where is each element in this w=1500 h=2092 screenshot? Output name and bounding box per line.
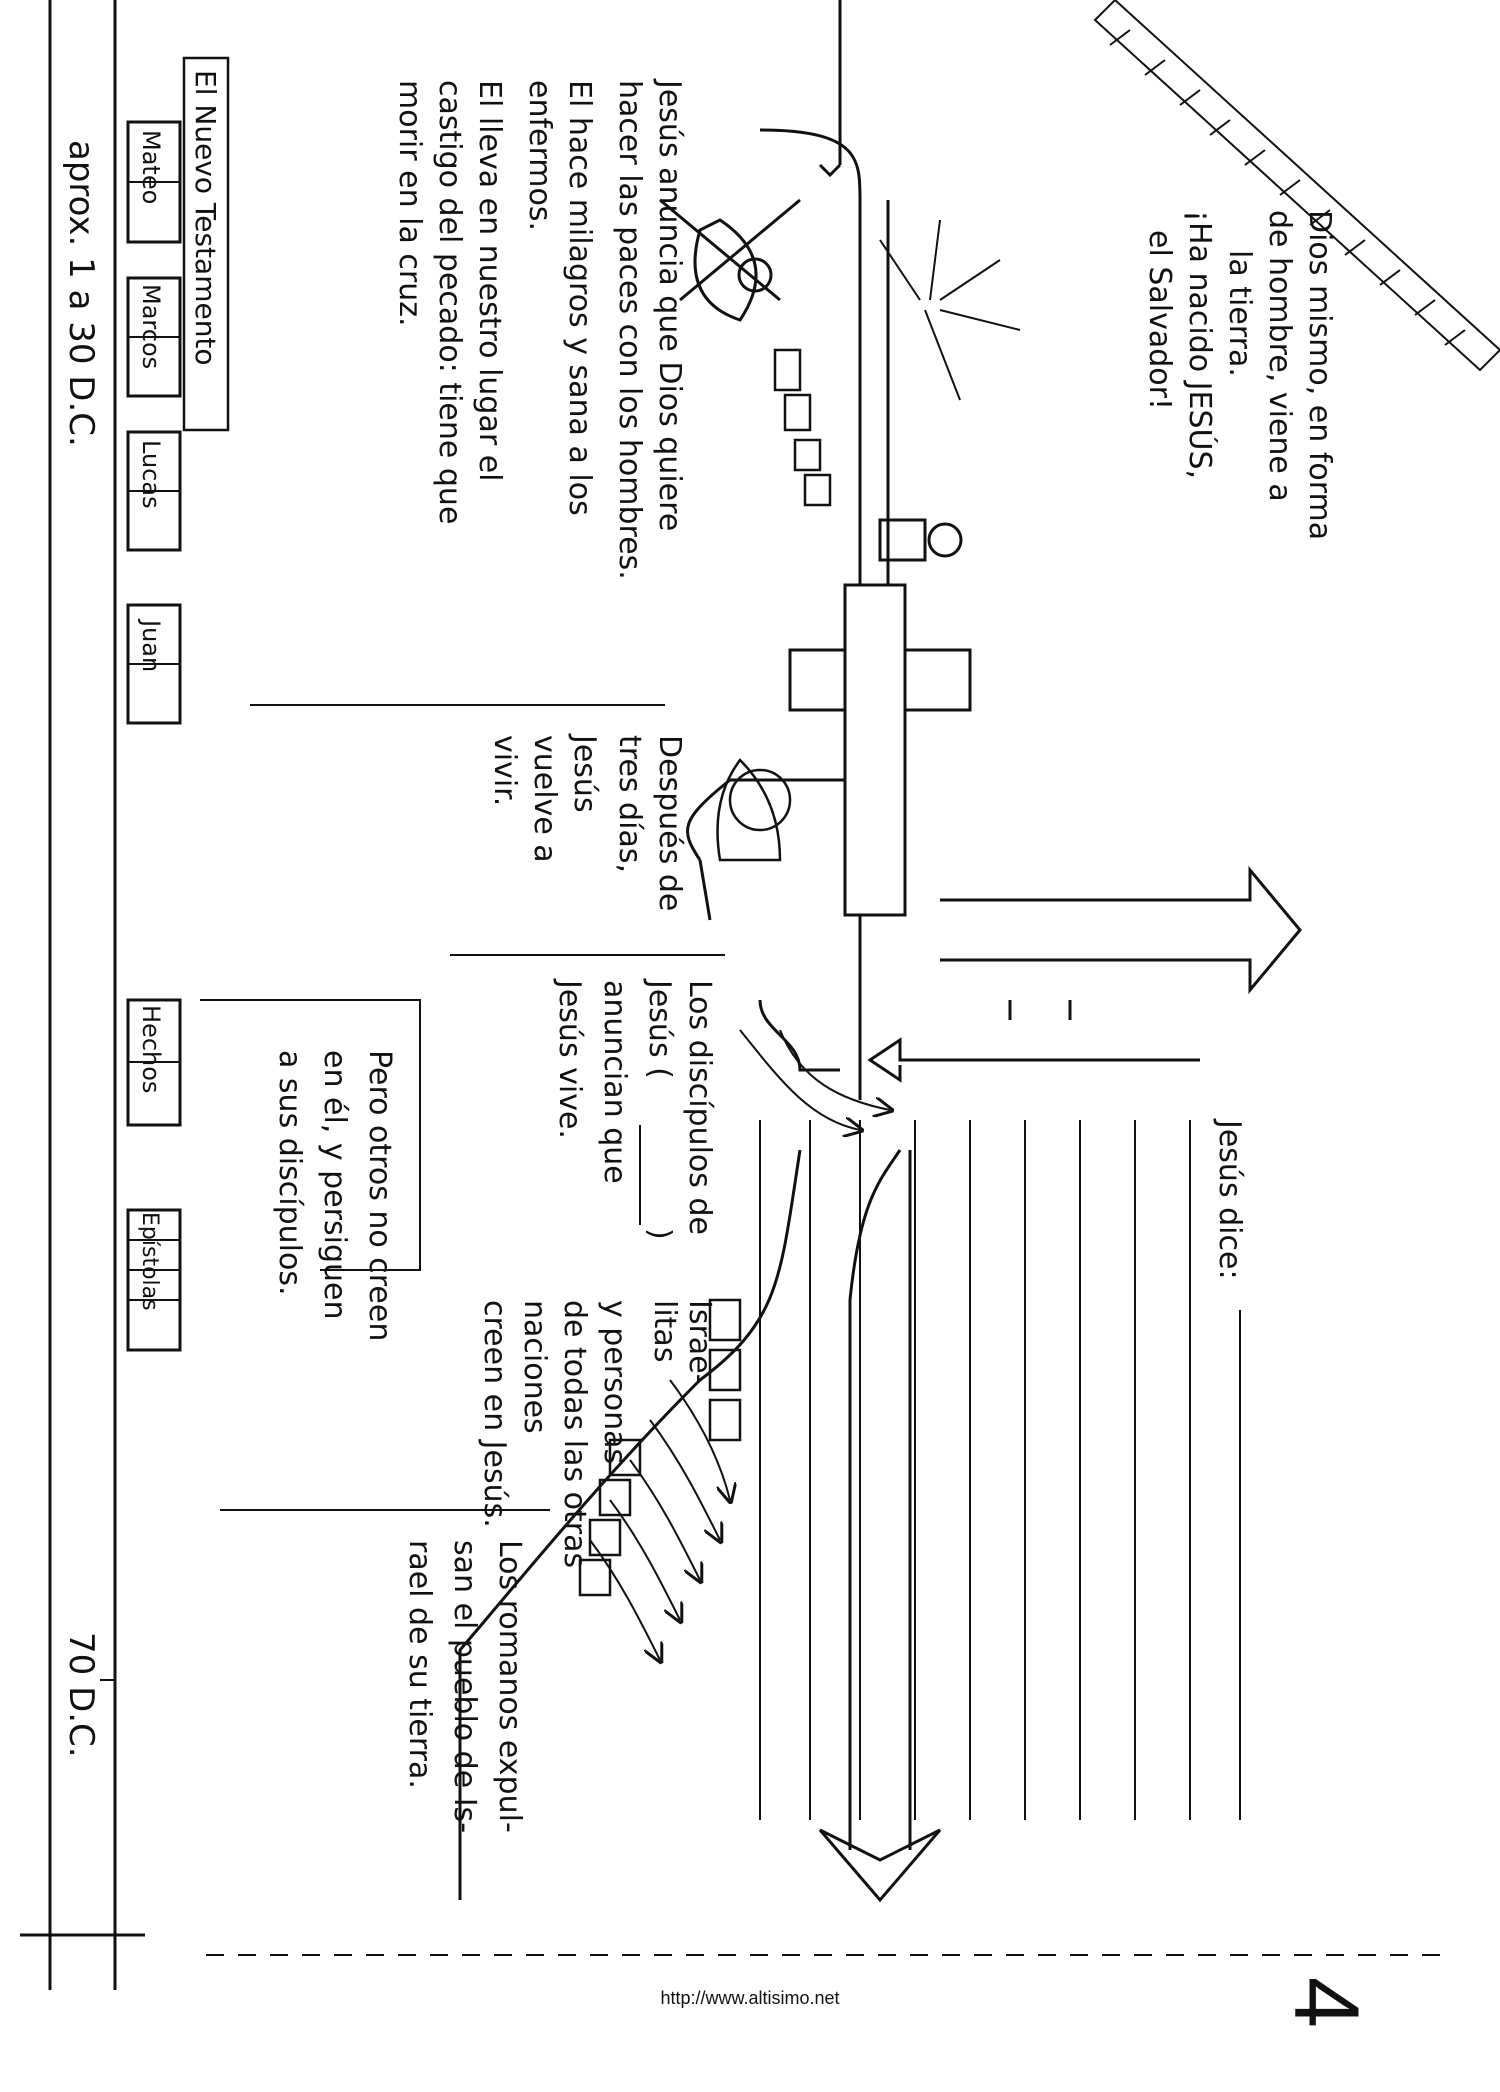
date-range: aprox. 1 a 30 D.C. (61, 140, 101, 447)
ascension-arrow (760, 870, 1300, 1070)
book-label: Juan (137, 618, 165, 672)
jesus-says-label: Jesús dice: (1212, 1118, 1247, 1280)
svg-text:Pero otros no creen: Pero otros no creen (362, 1050, 397, 1341)
svg-text:naciones: naciones (517, 1300, 552, 1434)
light-rays (880, 220, 1020, 400)
svg-text:hacer las paces con los hombre: hacer las paces con los hombres. (612, 80, 647, 580)
book-label: Mateo (137, 130, 165, 204)
disciples-text: Los discípulos de Jesús ( ) anuncian que… (552, 978, 717, 1240)
crowd-figures (775, 350, 830, 505)
cross-icon (790, 585, 970, 915)
svg-text:el Salvador!: el Salvador! (1142, 230, 1177, 410)
svg-text:¡Ha nacido JESÚS,: ¡Ha nacido JESÚS, (1182, 210, 1219, 479)
svg-text:anuncian que: anuncian que (597, 980, 632, 1184)
writing-lines (760, 1120, 1240, 1820)
svg-text:Jesús (: Jesús ( (642, 978, 677, 1079)
svg-text:Dios mismo, en forma: Dios mismo, en forma (1302, 210, 1337, 540)
spirit-arrow (870, 1000, 1200, 1080)
book-epistolas: Epístolas (128, 1210, 180, 1350)
svg-text:Jesús vive.: Jesús vive. (552, 978, 587, 1139)
svg-text:): ) (642, 1228, 677, 1240)
svg-text:creen en Jesús.: creen en Jesús. (477, 1300, 512, 1528)
svg-text:Después de: Después de (652, 735, 687, 911)
book-label: Lucas (137, 440, 165, 509)
page-number: 4 (1273, 1977, 1378, 2028)
svg-text:de hombre, viene a: de hombre, viene a (1262, 210, 1297, 502)
tomb-icon (718, 760, 791, 860)
book-label: Epístolas (137, 1212, 162, 1311)
svg-text:enfermos.: enfermos. (522, 80, 557, 231)
svg-text:Jesús anuncia que Dios quiere: Jesús anuncia que Dios quiere (652, 78, 687, 531)
jesus-figure (880, 520, 961, 560)
book-hechos: Hechos (128, 1000, 180, 1125)
book-mateo: Mateo (128, 122, 180, 242)
incarnation-text: Dios mismo, en forma de hombre, viene a … (1142, 210, 1337, 540)
svg-text:a sus discípulos.: a sus discípulos. (272, 1050, 307, 1295)
book-label: Hechos (137, 1005, 165, 1093)
book-label: Marcos (137, 284, 165, 369)
book-lucas: Lucas (128, 432, 180, 550)
svg-text:vivir.: vivir. (487, 735, 522, 806)
svg-text:vuelve a: vuelve a (527, 735, 562, 863)
book-marcos: Marcos (128, 278, 180, 396)
end-date: 70 D.C. (61, 1632, 101, 1758)
resurrection-text: Después de tres días, Jesús vuelve a viv… (487, 733, 687, 911)
svg-text:en él, y persiguen: en él, y persiguen (317, 1050, 352, 1320)
ministry-text: Jesús anuncia que Dios quiere hacer las … (392, 78, 687, 580)
svg-text:san el pueblo de Is-: san el pueblo de Is- (447, 1540, 482, 1833)
svg-text:rael de su tierra.: rael de su tierra. (402, 1540, 437, 1789)
svg-text:Los romanos expul-: Los romanos expul- (492, 1540, 527, 1833)
romans-text: Los romanos expul- san el pueblo de Is- … (402, 1540, 527, 1833)
believers-text: Israe- litas y personas de todas las otr… (477, 1300, 717, 1568)
persecution-text: Pero otros no creen en él, y persiguen a… (272, 1050, 397, 1341)
history-path (688, 0, 888, 1100)
trunk-path (460, 1150, 940, 1900)
svg-text:tres días,: tres días, (612, 735, 647, 873)
svg-text:Los discípulos de: Los discípulos de (682, 980, 717, 1235)
svg-text:El hace milagros y sana a los: El hace milagros y sana a los (562, 80, 597, 516)
svg-text:El lleva en nuestro lugar el: El lleva en nuestro lugar el (472, 80, 507, 482)
svg-text:Jesús: Jesús (567, 733, 602, 813)
book-juan: Juan (128, 605, 180, 723)
svg-text:la tierra.: la tierra. (1222, 250, 1257, 377)
svg-text:litas: litas (647, 1300, 682, 1362)
section-title: El Nuevo Testamento (189, 70, 222, 366)
svg-text:morir en la cruz.: morir en la cruz. (392, 80, 427, 327)
svg-text:castigo del pecado: tiene que: castigo del pecado: tiene que (432, 80, 467, 524)
